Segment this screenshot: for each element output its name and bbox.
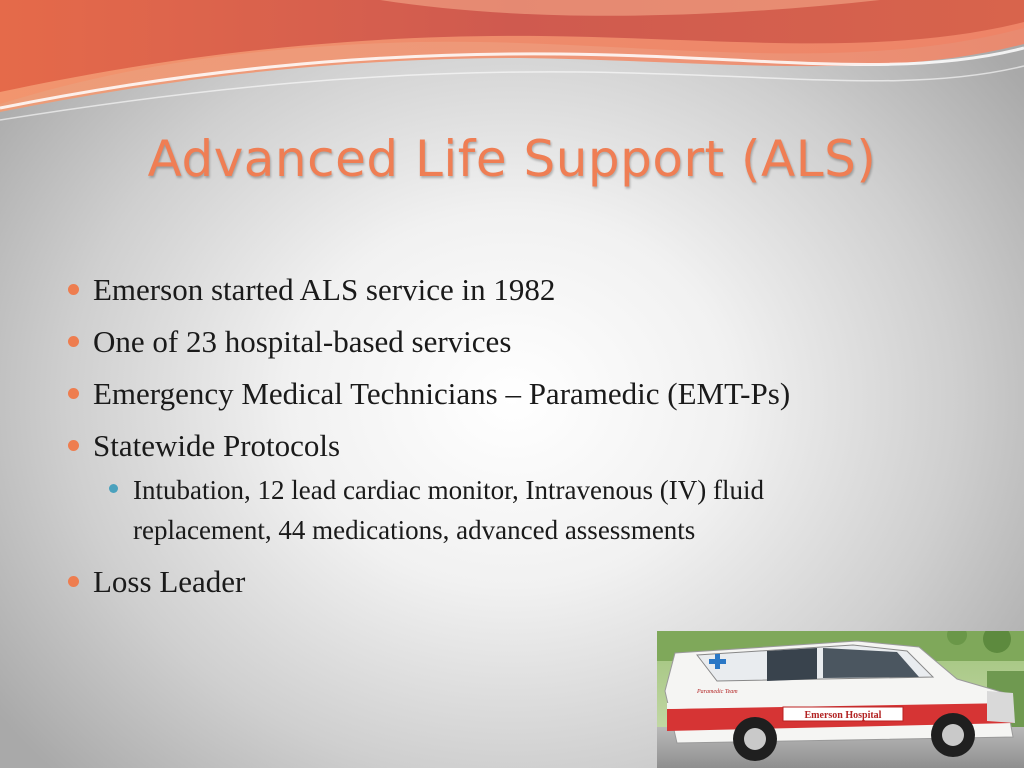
bullet-list: Emerson started ALS service in 1982 One … — [66, 270, 996, 614]
bullet-dot-icon — [68, 440, 79, 451]
bullet-text: Loss Leader — [93, 564, 246, 599]
ambulance-photo: Emerson Hospital Paramedic Team — [657, 631, 1024, 768]
slide-title: Advanced Life Support (ALS) — [147, 130, 877, 188]
bullet-text: Emerson started ALS service in 1982 — [93, 272, 556, 307]
bullet-dot-icon — [68, 576, 79, 587]
bullet-text: Statewide Protocols — [93, 428, 341, 463]
decorative-wave-banner — [0, 0, 1024, 121]
bullet-item: Emergency Medical Technicians – Paramedi… — [66, 374, 996, 414]
bullet-text: One of 23 hospital-based services — [93, 324, 512, 359]
bullet-item: Statewide Protocols Intubation, 12 lead … — [66, 426, 996, 550]
sub-bullet-item: Intubation, 12 lead cardiac monitor, Int… — [106, 470, 893, 550]
bullet-dot-icon — [68, 284, 79, 295]
sub-bullet-dot-icon — [109, 484, 118, 493]
bullet-item: Emerson started ALS service in 1982 — [66, 270, 996, 310]
bullet-text: Emergency Medical Technicians – Paramedi… — [93, 376, 791, 411]
bullet-item: Loss Leader — [66, 562, 996, 602]
bullet-item: One of 23 hospital-based services — [66, 322, 996, 362]
sub-bullet-text: Intubation, 12 lead cardiac monitor, Int… — [133, 475, 764, 545]
vehicle-side-label: Emerson Hospital — [805, 710, 882, 721]
door-label: Paramedic Team — [696, 689, 738, 695]
bullet-dot-icon — [68, 388, 79, 399]
bullet-dot-icon — [68, 336, 79, 347]
star-of-life-icon — [709, 654, 726, 669]
sub-bullet-list: Intubation, 12 lead cardiac monitor, Int… — [106, 470, 996, 550]
